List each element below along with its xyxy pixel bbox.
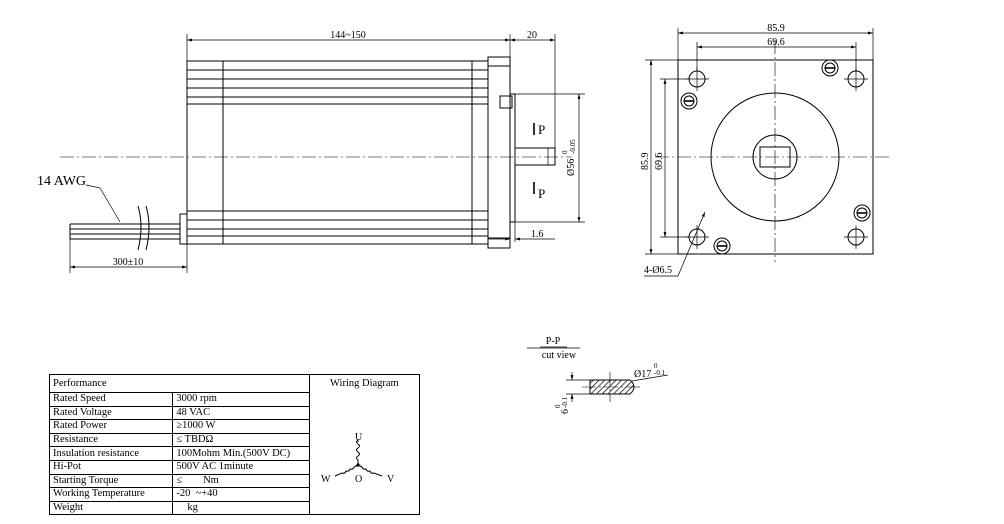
row-label: Working Temperature (48, 487, 174, 502)
winding-u (355, 439, 360, 465)
table-row: Hi-Pot 500V AC 1minute (48, 459, 420, 475)
row-value: ≤ Nm (172, 473, 310, 489)
performance-table: Performance Wiring Diagram U W V O Rated… (48, 373, 421, 516)
flange-thickness-dimension: 1.6 (531, 229, 544, 240)
row-value: 500V AC 1minute (172, 459, 310, 475)
shaft-length-dimension: 20 (527, 30, 537, 41)
holes-label: 4-Ø6.5 (644, 265, 672, 276)
flat-tolerance-lower: -0.1 (561, 396, 569, 408)
row-label: Rated Speed (48, 392, 174, 407)
flat-tolerance-upper: 0 (554, 404, 562, 408)
motor-shaft (514, 147, 556, 166)
row-label: Resistance (48, 432, 174, 448)
performance-header: Performance (49, 374, 310, 393)
shaft-tolerance-upper: 0 (654, 362, 658, 370)
row-value: ≥1000 W (172, 419, 310, 434)
row-value: 100Mohm Min.(500V DC) (172, 446, 310, 461)
flat-dimension: 6 (560, 409, 571, 414)
section-title: P-P (546, 336, 561, 347)
pilot-diameter-dimension: Ø56 (566, 159, 577, 176)
row-value: -20 ~+40 (172, 487, 310, 502)
row-label: Insulation resistance (48, 446, 174, 461)
terminal-w: W (321, 474, 331, 485)
winding-w (334, 464, 359, 477)
wire-gauge-label: 14 AWG (37, 174, 86, 189)
wiring-diagram: U W V O (321, 432, 395, 485)
section-mark-bottom: P (538, 186, 545, 201)
bolt-spacing-v-dimension: 69.6 (654, 153, 665, 171)
neutral-o: O (355, 474, 362, 485)
length-dimension: 144~150 (330, 30, 365, 41)
bolt-spacing-h-dimension: 69.6 (767, 37, 785, 48)
winding-v (357, 464, 382, 477)
row-label: Rated Power (48, 419, 174, 434)
table-row: Weight kg (48, 500, 420, 516)
section-subtitle: cut view (542, 350, 577, 361)
section-mark-top: P (538, 122, 545, 137)
side-view: P P 14 AWG 144~150 20 1.6 300 (37, 30, 585, 273)
table-row: Rated Power ≥1000 W (48, 419, 420, 434)
row-value: 48 VAC (172, 405, 310, 421)
front-flange (487, 56, 511, 249)
terminal-v: V (387, 474, 395, 485)
table-row: Rated Voltage 48 VAC (48, 405, 420, 421)
shaft-tolerance-lower: -0.1 (654, 369, 666, 377)
table-row: Working Temperature -20 ~+40 (48, 487, 420, 502)
row-value: 3000 rpm (172, 392, 310, 407)
pilot-tolerance-lower: -0.05 (569, 139, 577, 154)
flange-height-dimension: 85.9 (640, 153, 651, 171)
shaft-diameter-dimension: Ø17 (634, 369, 651, 380)
front-view: 85.9 69.6 85.9 69.6 4-Ø6.5 (640, 23, 890, 277)
lead-length-dimension: 300±10 (113, 257, 144, 268)
row-label: Rated Voltage (48, 405, 174, 421)
lead-grommet (179, 213, 188, 245)
pilot-tolerance-upper: 0 (561, 150, 569, 154)
row-label: Hi-Pot (48, 459, 174, 475)
terminal-u: U (355, 432, 363, 443)
screw-heads (680, 59, 871, 255)
wiring-header: Wiring Diagram (330, 378, 399, 389)
row-value: kg (172, 500, 310, 516)
flange-width-dimension: 85.9 (767, 23, 785, 34)
row-value: ≤ TBDΩ (172, 432, 310, 448)
section-view: P-P cut view Ø17 0 -0.1 6 0 -0.1 (527, 336, 669, 414)
row-label: Weight (48, 500, 174, 516)
wiring-diagram-cell: Wiring Diagram U W V O (308, 373, 421, 516)
row-label: Starting Torque (48, 473, 174, 489)
mounting-holes (685, 67, 868, 249)
